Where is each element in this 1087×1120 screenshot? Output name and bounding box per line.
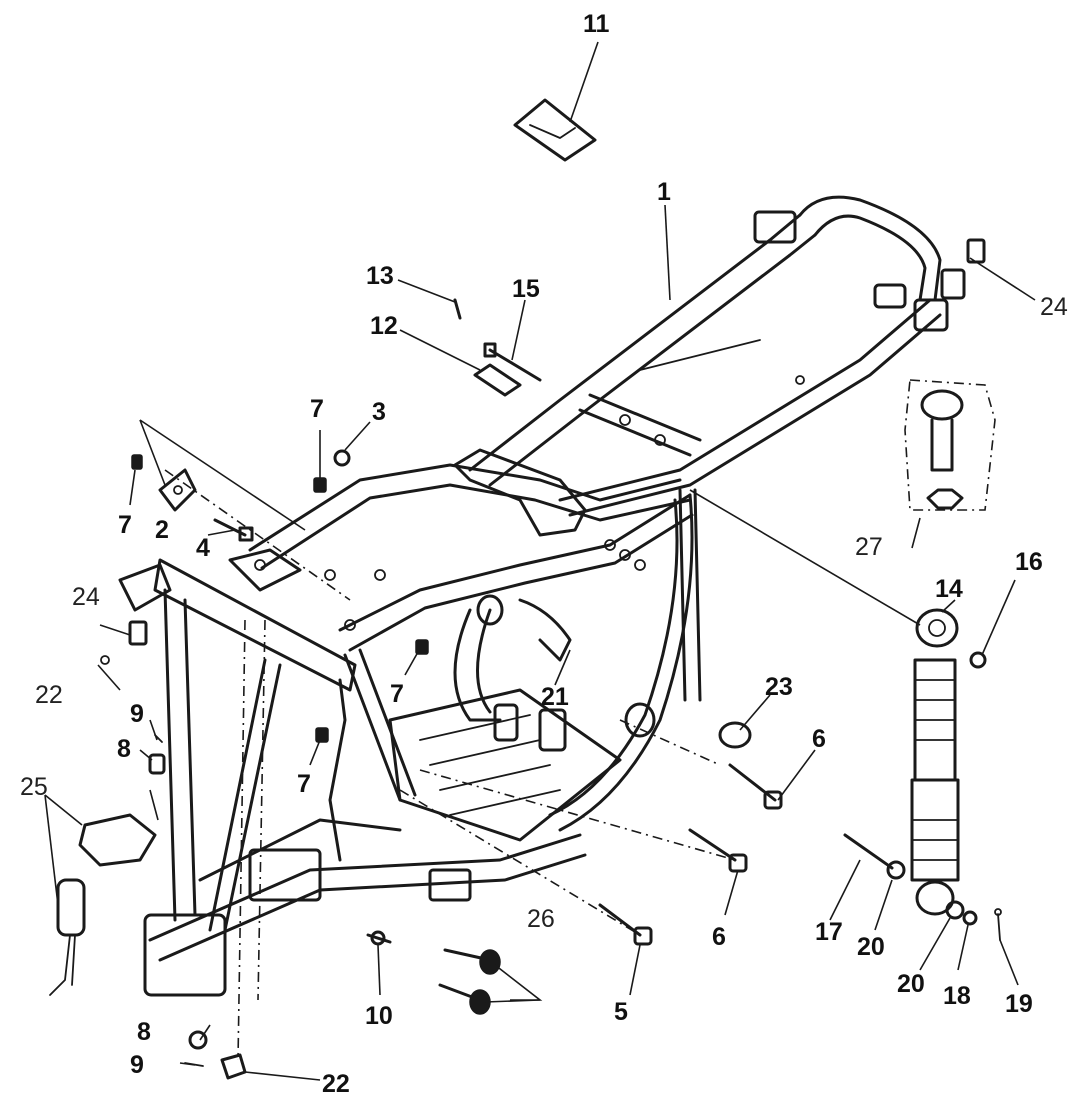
callout-19: 19 <box>1005 990 1033 1018</box>
bolt-part-3 <box>333 449 351 467</box>
callout-22-bottom: 22 <box>322 1070 350 1098</box>
callout-22-left: 22 <box>35 681 63 709</box>
callout-14: 14 <box>935 575 963 603</box>
relay-part-25 <box>49 813 157 996</box>
leader-lines <box>44 41 1036 1081</box>
callout-2: 2 <box>155 516 169 544</box>
callout-9-bottom: 9 <box>130 1051 144 1079</box>
bolt-part-27 <box>904 379 996 511</box>
callout-1: 1 <box>657 178 671 206</box>
shock-absorber-part-14 <box>910 608 960 916</box>
callout-21: 21 <box>541 683 569 711</box>
callout-7-left: 7 <box>118 511 132 539</box>
callout-18: 18 <box>943 982 971 1010</box>
callout-25: 25 <box>20 773 48 801</box>
callout-5: 5 <box>614 998 628 1026</box>
callout-6-lower: 6 <box>712 923 726 951</box>
callout-17: 17 <box>815 918 843 946</box>
bushing-part-8 <box>148 753 208 1050</box>
bolt-part-13 <box>453 298 462 320</box>
callout-24-left: 24 <box>72 583 100 611</box>
callout-23: 23 <box>765 673 793 701</box>
callout-13: 13 <box>366 262 394 290</box>
callout-27: 27 <box>855 533 883 561</box>
callout-7-mid: 7 <box>390 680 404 708</box>
callout-8-top: 8 <box>117 735 131 763</box>
callout-26: 26 <box>527 905 555 933</box>
callout-6-upper: 6 <box>812 725 826 753</box>
callout-10: 10 <box>365 1002 393 1030</box>
callout-20-upper: 20 <box>857 933 885 961</box>
main-frame <box>118 195 966 997</box>
bolt-part-10 <box>366 930 392 946</box>
callout-9-top: 9 <box>130 700 144 728</box>
callout-15: 15 <box>512 275 540 303</box>
callout-12: 12 <box>370 312 398 340</box>
bolt-part-15 <box>483 342 542 382</box>
callout-24-right: 24 <box>1040 293 1068 321</box>
shock-hardware <box>843 651 1002 941</box>
bracket-part-2 <box>158 468 197 512</box>
plate-part-12 <box>473 363 522 397</box>
tool-tray-part-11 <box>513 98 597 162</box>
bumpers-part-24 <box>128 238 986 646</box>
bolts-part-6 <box>688 763 783 873</box>
bolt-part-4 <box>213 518 254 542</box>
callout-7-top: 7 <box>310 395 324 423</box>
bolts-part-5 <box>438 903 653 1015</box>
callout-8-bottom: 8 <box>137 1018 151 1046</box>
cap-part-23 <box>718 721 752 749</box>
callout-3: 3 <box>372 398 386 426</box>
callout-7-lower: 7 <box>297 770 311 798</box>
callout-11: 11 <box>583 10 610 38</box>
bolts-part-7 <box>131 454 429 743</box>
callout-20-lower: 20 <box>897 970 925 998</box>
callout-4: 4 <box>196 534 210 562</box>
callout-16: 16 <box>1015 548 1043 576</box>
callout-labels: 11 1 24 13 15 12 7 3 7 2 4 27 16 14 24 2… <box>20 10 1068 1098</box>
